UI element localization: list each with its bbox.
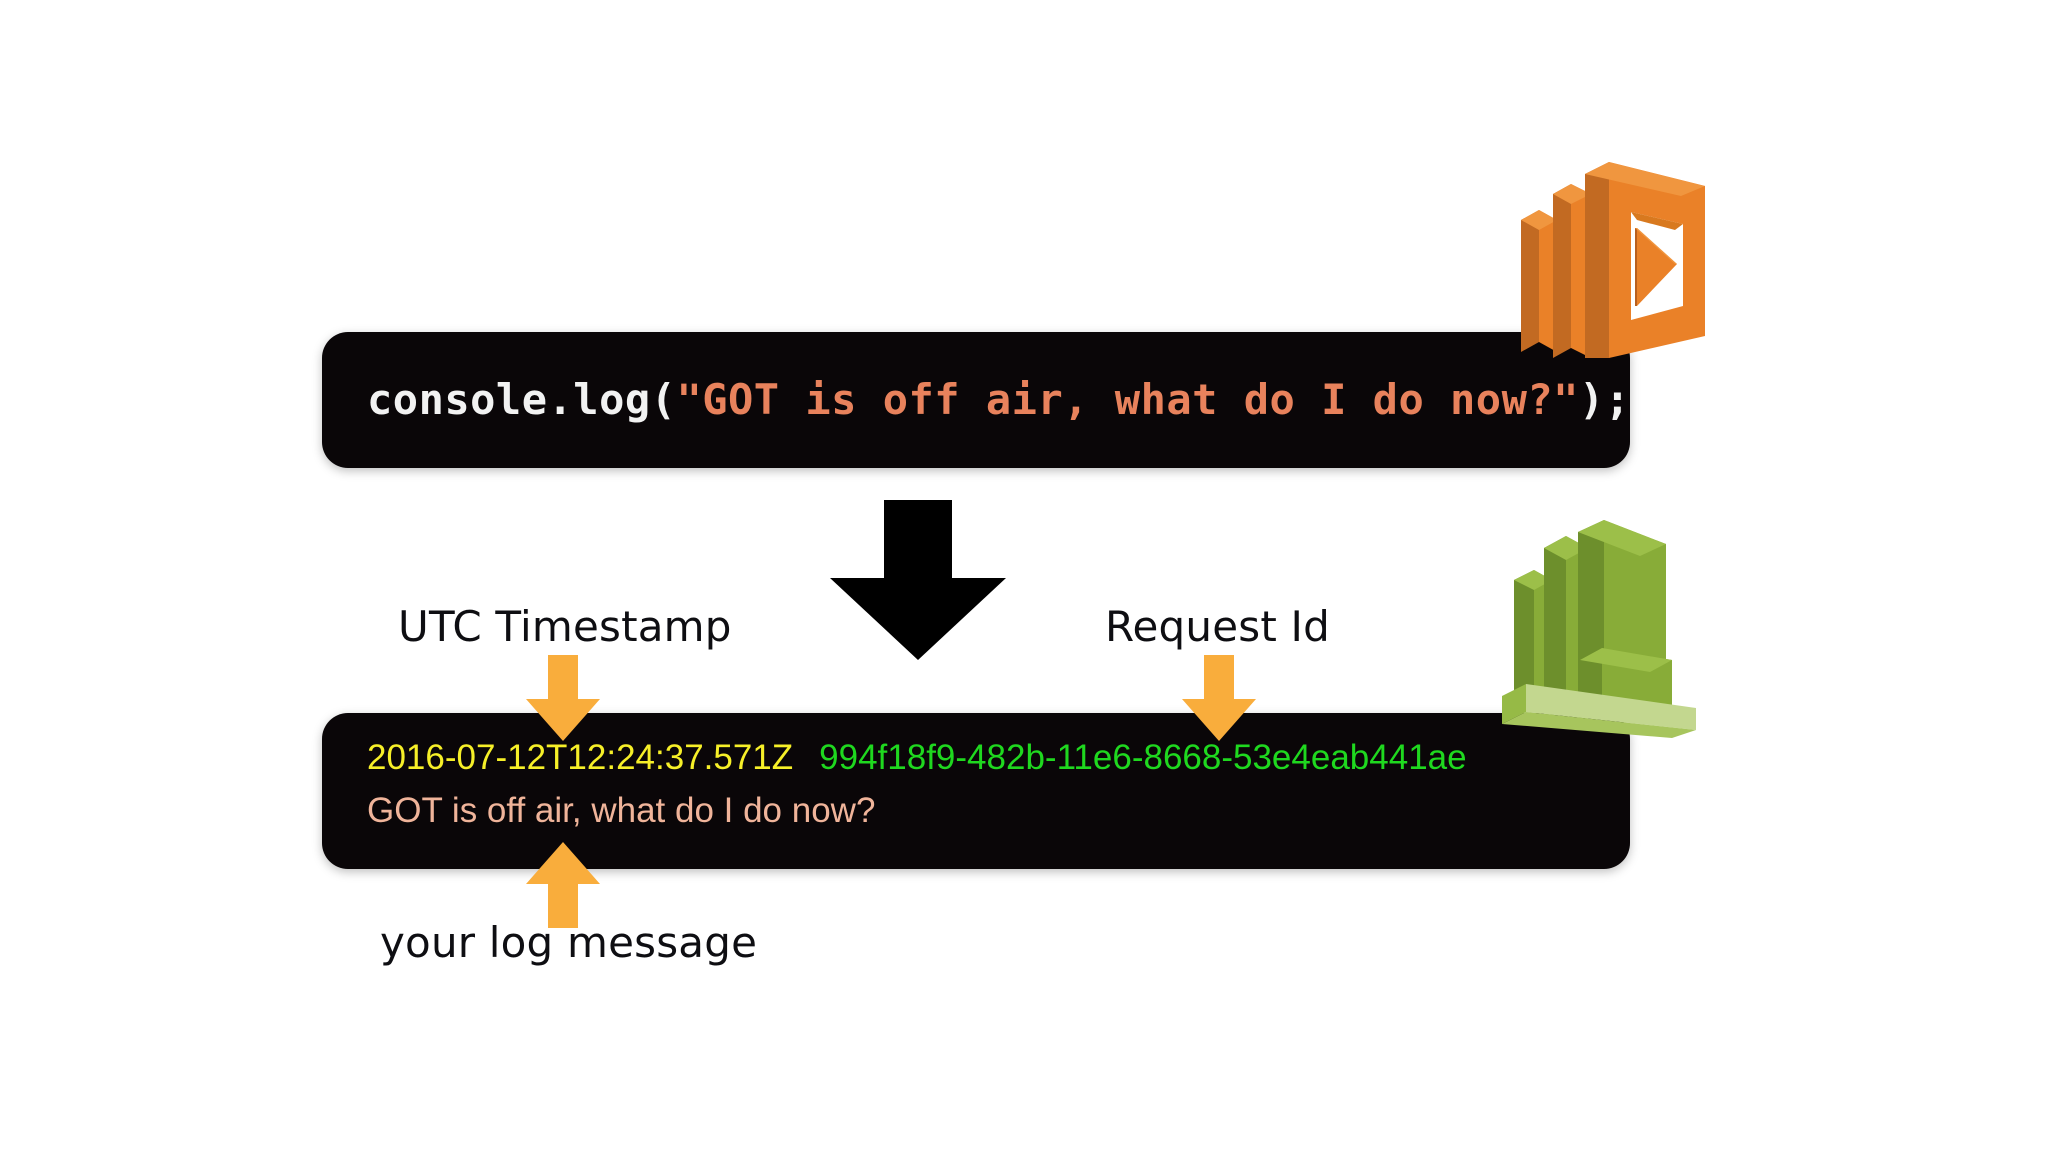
log-timestamp: 2016-07-12T12:24:37.571Z (367, 738, 794, 777)
log-row-message: GOT is off air, what do I do now? (367, 788, 1467, 841)
log-row-header: 2016-07-12T12:24:37.571Z 994f18f9-482b-11… (367, 735, 1467, 788)
aws-lambda-icon (1513, 160, 1713, 360)
annotation-label-request-id: Request Id (1105, 602, 1331, 651)
annotation-arrow-your-log-message (524, 840, 602, 928)
code-token-plain-open: console.log( (367, 375, 677, 424)
annotation-arrow-utc-timestamp (524, 655, 602, 743)
log-output-lines: 2016-07-12T12:24:37.571Z 994f18f9-482b-11… (367, 735, 1467, 841)
code-token-plain-close: ); (1578, 375, 1631, 424)
log-message: GOT is off air, what do I do now? (367, 791, 876, 830)
code-line: console.log("GOT is off air, what do I d… (367, 379, 1631, 421)
aws-cloudwatch-icon (1500, 518, 1720, 738)
cloudwatch-log-panel: 2016-07-12T12:24:37.571Z 994f18f9-482b-11… (322, 713, 1630, 869)
code-token-string: "GOT is off air, what do I do now?" (676, 375, 1579, 424)
annotation-label-utc-timestamp: UTC Timestamp (398, 602, 732, 651)
log-request-id: 994f18f9-482b-11e6-8668-53e4eab441ae (819, 738, 1467, 777)
annotation-arrow-request-id (1180, 655, 1258, 743)
downward-flow-arrow (828, 500, 1008, 662)
lambda-code-panel: console.log("GOT is off air, what do I d… (322, 332, 1630, 468)
